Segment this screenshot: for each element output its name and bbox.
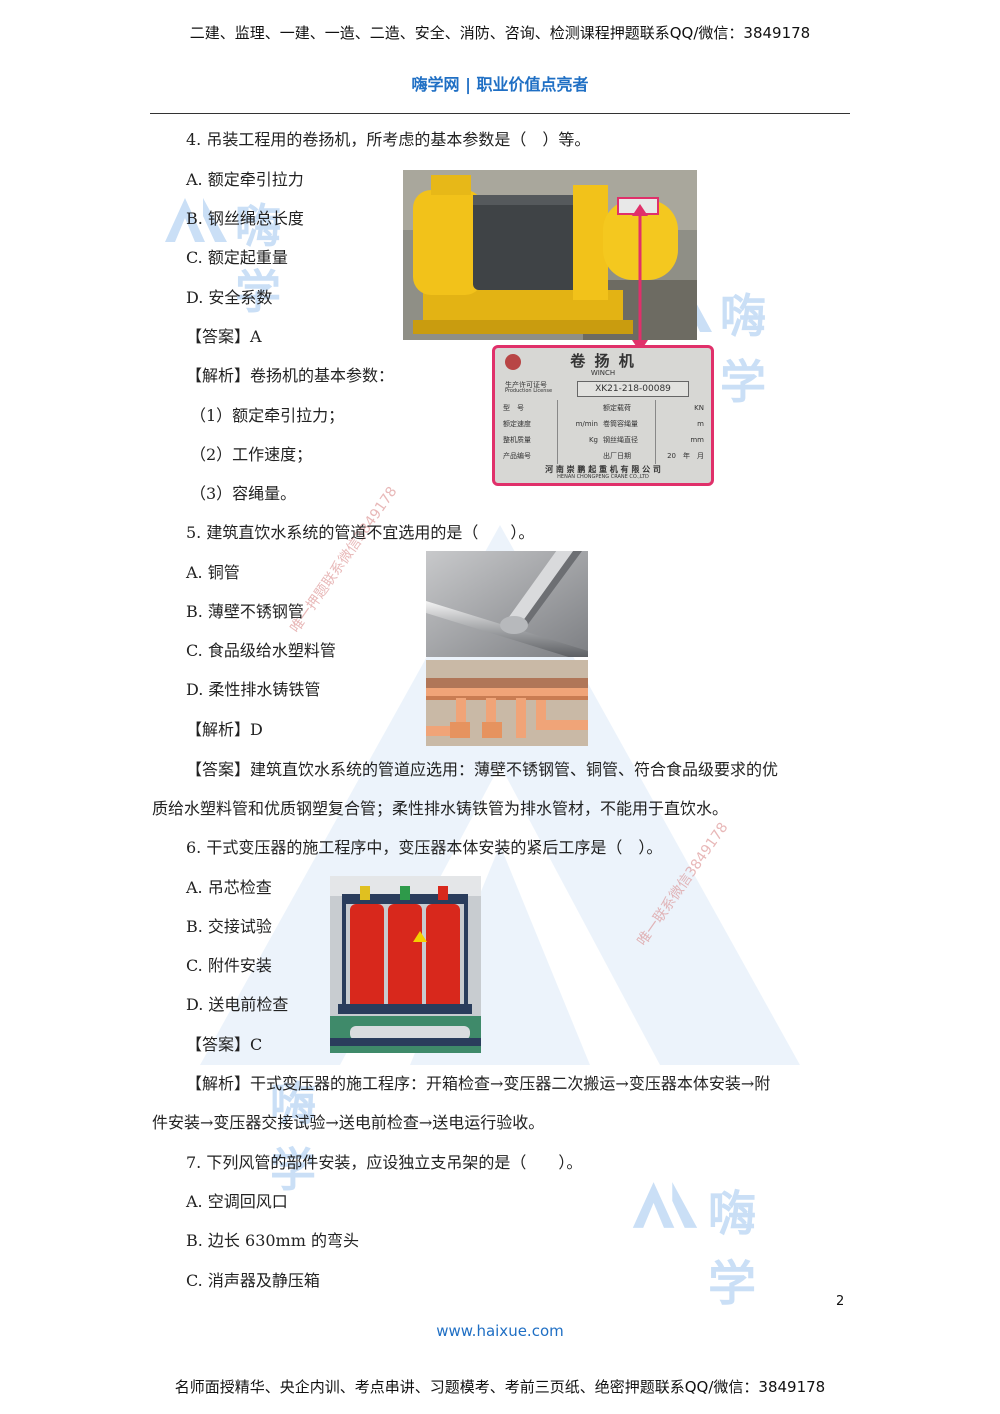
nameplate-license-number: XK21-218-00089 (577, 381, 689, 397)
q7-option-c: C. 消声器及静压箱 (186, 1271, 320, 1290)
q5-answer-line-1: 【答案】建筑直饮水系统的管道应选用：薄壁不锈钢管、铜管、符合食品级要求的优 (186, 760, 779, 779)
q4-option-d: D. 安全系数 (186, 288, 273, 307)
q6-stem: 6. 干式变压器的施工程序中，变压器本体安装的紧后工序是（ ）。 (186, 838, 663, 857)
nameplate-left-units: m/min Kg (557, 400, 598, 464)
q4-analysis-item-1: （1）额定牵引拉力； (190, 406, 345, 425)
nameplate-left-fields: 型 号 额定速度 整机质量 产品编号 (503, 400, 531, 464)
transformer-illustration (330, 876, 481, 1053)
q5-option-a: A. 铜管 (186, 563, 240, 582)
nameplate-unit: mm (690, 436, 704, 444)
winch-nameplate: 卷 扬 机 WINCH 生产许可证号 Production License XK… (492, 345, 714, 486)
brand-watermark-text: 嗨学 (708, 1186, 757, 1312)
nameplate-unit: Kg (588, 436, 598, 444)
stainless-pipe-illustration (426, 551, 588, 657)
nameplate-unit: m (697, 420, 704, 428)
q4-answer: 【答案】A (186, 327, 262, 346)
stainless-pipe-photo (426, 551, 588, 657)
q4-analysis-item-3: （3）容绳量。 (190, 484, 297, 503)
connector-arrow (632, 204, 648, 352)
brand-watermark-text: 嗨学 (235, 199, 281, 319)
nameplate-unit: KN (694, 404, 704, 412)
q6-answer: 【答案】C (186, 1035, 263, 1054)
nameplate-unit: 20 年 月 (667, 452, 704, 460)
q7-option-b: B. 边长 630mm 的弯头 (186, 1231, 359, 1250)
nameplate-logo-icon (505, 354, 521, 370)
q4-option-c: C. 额定起重量 (186, 248, 288, 267)
copper-pipe-photo (426, 660, 588, 746)
nameplate-field: 额定载荷 (603, 404, 631, 412)
brand-watermark-text: 嗨学 (270, 1077, 316, 1197)
q6-analysis-line-2: 件安装→变压器交接试验→送电前检查→送电运行验收。 (152, 1113, 545, 1132)
winch-illustration (403, 170, 697, 340)
nameplate-field: 卷筒容绳量 (603, 420, 638, 428)
q5-analysis: 【解析】D (186, 720, 263, 739)
nameplate-title: 卷 扬 机 (570, 352, 636, 370)
q6-option-b: B. 交接试验 (186, 917, 272, 936)
q6-analysis-line-1: 【解析】干式变压器的施工程序：开箱检查→变压器二次搬运→变压器本体安装→附 (186, 1074, 771, 1093)
nameplate-field: 钢丝绳直径 (603, 436, 638, 444)
q5-option-d: D. 柔性排水铸铁管 (186, 680, 321, 699)
q7-option-a: A. 空调回风口 (186, 1192, 288, 1211)
q5-stem: 5. 建筑直饮水系统的管道不宜选用的是（ ）。 (186, 523, 535, 542)
q6-option-d: D. 送电前检查 (186, 995, 289, 1014)
footer-contact-line: 名师面授精华、央企内训、考点串讲、习题模考、考前三页纸、绝密押题联系QQ/微信：… (174, 1378, 826, 1396)
q4-option-b: B. 钢丝绳总长度 (186, 209, 304, 228)
nameplate-field: 出厂日期 (603, 452, 631, 460)
transformer-photo (330, 876, 481, 1053)
q5-answer-line-2: 质给水塑料管和优质钢塑复合管；柔性排水铸铁管为排水管材，不能用于直饮水。 (152, 799, 729, 818)
q6-option-c: C. 附件安装 (186, 956, 272, 975)
nameplate-field: 整机质量 (503, 436, 531, 444)
header-brand: 嗨学网 | 职业价值点亮者 (411, 75, 589, 94)
copper-pipe-illustration (426, 660, 588, 746)
q7-stem: 7. 下列风管的部件安装，应设独立支吊架的是（ ）。 (186, 1153, 583, 1172)
q5-option-b: B. 薄壁不锈钢管 (186, 602, 304, 621)
logo-icon (165, 198, 227, 242)
q4-analysis-title: 【解析】卷扬机的基本参数： (186, 366, 395, 385)
nameplate-unit (558, 448, 598, 464)
winch-photo (403, 170, 697, 340)
nameplate-subtitle: WINCH (590, 369, 616, 377)
logo-icon (632, 1182, 698, 1228)
nameplate-license-label: 生产许可证号 (505, 381, 547, 389)
header-contact-line: 二建、监理、一建、一造、二造、安全、消防、咨询、检测课程押题联系QQ/微信：38… (189, 24, 811, 42)
nameplate-right-units: KN m mm 20 年 月 (655, 400, 704, 464)
page-number: 2 (836, 1294, 845, 1309)
footer-url-link[interactable]: www.haixue.com (436, 1322, 564, 1340)
nameplate-maker-en: HENAN CHONGPENG CRANE CO.,LTD (557, 474, 649, 480)
nameplate-field: 型 号 (503, 404, 524, 412)
q4-stem: 4. 吊装工程用的卷扬机，所考虑的基本参数是（ ）等。 (186, 130, 591, 149)
q6-option-a: A. 吊芯检查 (186, 878, 272, 897)
header-divider (150, 113, 850, 114)
nameplate-field: 额定速度 (503, 420, 531, 428)
nameplate-unit (558, 400, 598, 416)
nameplate-field: 产品编号 (503, 452, 531, 460)
q4-option-a: A. 额定牵引拉力 (186, 170, 304, 189)
nameplate-right-fields: 额定载荷 卷筒容绳量 钢丝绳直径 出厂日期 (603, 400, 638, 464)
brand-watermark-text: 嗨学 (720, 289, 766, 409)
nameplate-unit: m/min (575, 420, 598, 428)
nameplate-maker: 河 南 崇 鹏 起 重 机 有 限 公 司 (545, 465, 661, 474)
nameplate-license-label-en: Production License (505, 388, 553, 394)
q5-option-c: C. 食品级给水塑料管 (186, 641, 336, 660)
q4-analysis-item-2: （2）工作速度； (190, 445, 313, 464)
